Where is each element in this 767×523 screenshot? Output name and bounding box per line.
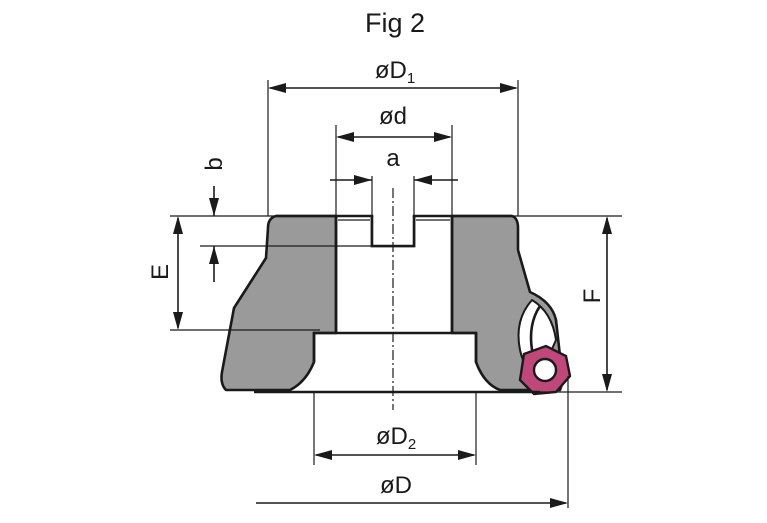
label-D: øD (380, 472, 412, 499)
figure-title: Fig 2 (365, 8, 425, 38)
counterbore (312, 331, 478, 362)
dimension-b: b (201, 157, 228, 282)
dimension-F: F (579, 216, 612, 392)
insert (518, 344, 572, 396)
label-F: F (579, 289, 606, 304)
dimension-D: øD (256, 472, 568, 508)
pocket-edge (529, 305, 542, 351)
cutter-body (220, 214, 565, 392)
left-body-section (220, 214, 338, 392)
extension-lines (170, 80, 622, 508)
label-b: b (201, 157, 228, 170)
dimension-d: ød (336, 103, 452, 142)
dimension-E: E (147, 216, 183, 330)
label-d: ød (379, 103, 407, 130)
dimension-D1: øD1 (268, 57, 518, 93)
insert-screw (532, 357, 558, 383)
label-D2: øD2 (376, 423, 416, 453)
label-a: a (386, 145, 400, 172)
label-D1: øD1 (375, 57, 415, 87)
dimension-a: a (330, 145, 458, 185)
label-E: E (147, 264, 174, 280)
dimension-D2: øD2 (314, 423, 476, 460)
